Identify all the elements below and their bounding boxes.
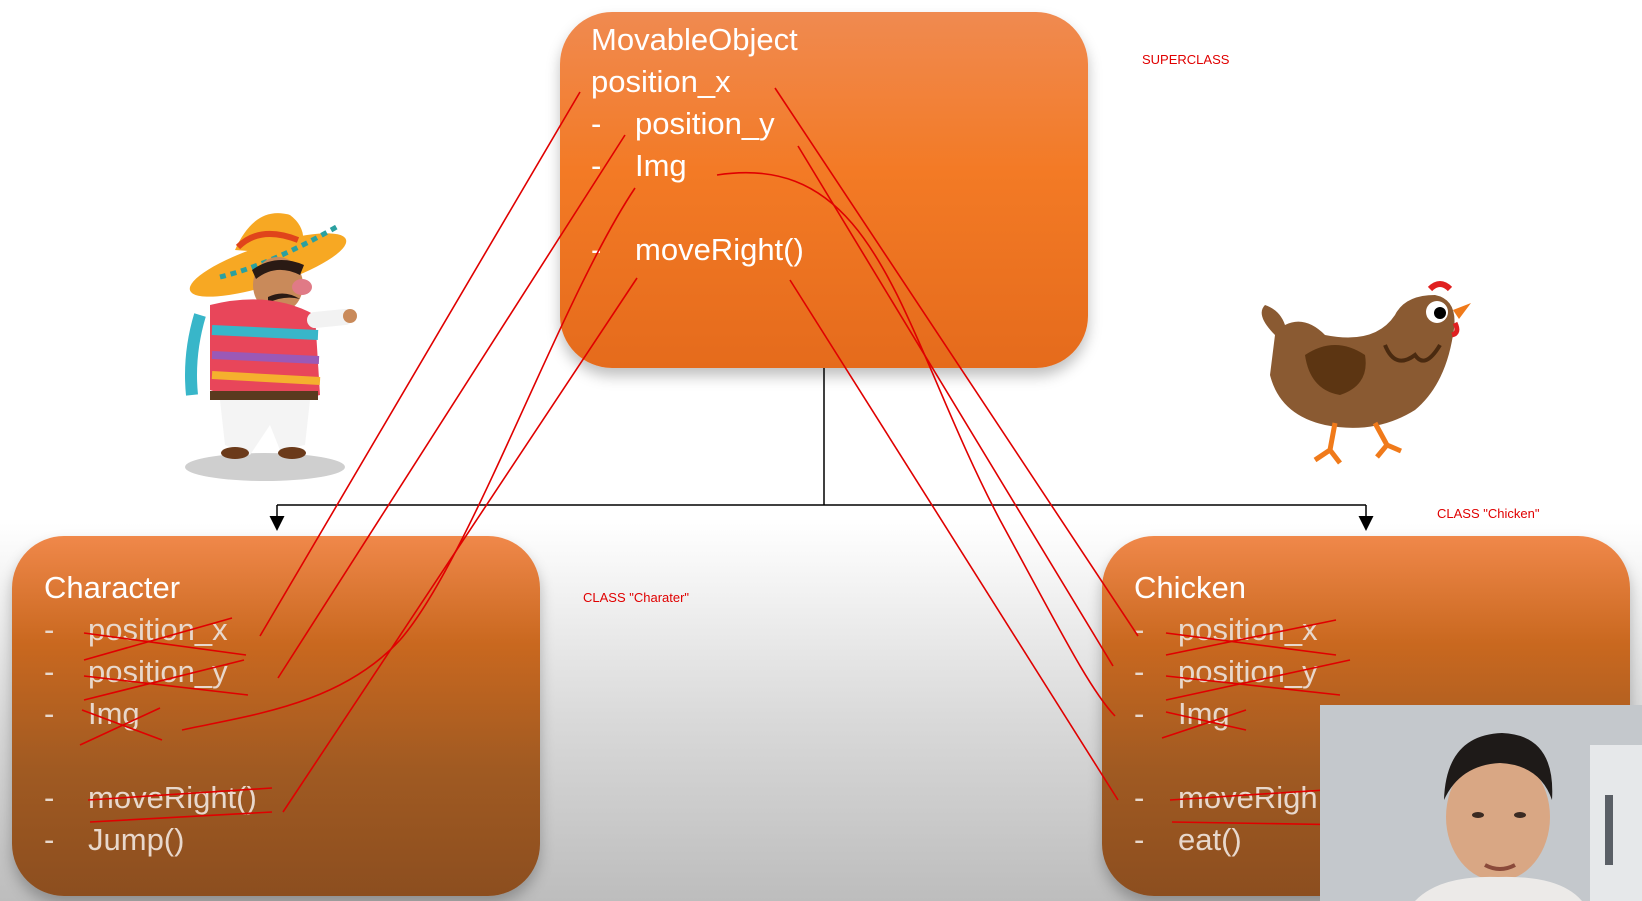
chicken-illustration xyxy=(1261,281,1471,465)
field-label: Img xyxy=(1178,696,1230,731)
method-label: moveRight() xyxy=(88,780,257,815)
chicken-class-annotation: CLASS "Chicken" xyxy=(1437,506,1540,521)
field-label: position_y xyxy=(635,106,775,141)
list-dash: - xyxy=(591,232,602,267)
method-label: eat() xyxy=(1178,822,1242,857)
character-class-annotation: CLASS "Charater" xyxy=(583,590,690,605)
pepe-character-illustration xyxy=(185,213,357,481)
list-dash: - xyxy=(44,612,55,647)
field-label: Img xyxy=(635,148,687,183)
list-dash: - xyxy=(44,822,55,857)
field-label: position_x xyxy=(88,612,228,647)
method-label: moveRigh xyxy=(1178,780,1318,815)
presenter-webcam xyxy=(1320,705,1642,901)
list-dash: - xyxy=(1134,822,1145,857)
method-label: moveRight() xyxy=(635,232,804,267)
class-character-box: Character - position_x - position_y - Im… xyxy=(12,536,540,896)
field-label: Img xyxy=(88,696,140,731)
list-dash: - xyxy=(44,780,55,815)
superclass-annotation: SUPERCLASS xyxy=(1142,52,1230,67)
list-dash: - xyxy=(1134,654,1145,689)
chicken-title: Chicken xyxy=(1134,570,1246,605)
field-label: position_y xyxy=(88,654,228,689)
list-dash: - xyxy=(1134,780,1145,815)
list-dash: - xyxy=(591,106,602,141)
superclass-movableobject-box: MovableObject position_x - position_y - … xyxy=(560,12,1088,368)
superclass-field-position-x: position_x xyxy=(591,64,731,99)
list-dash: - xyxy=(44,654,55,689)
list-dash: - xyxy=(1134,696,1145,731)
list-dash: - xyxy=(44,696,55,731)
field-label: position_y xyxy=(1178,654,1318,689)
list-dash: - xyxy=(1134,612,1145,647)
method-label: Jump() xyxy=(88,822,185,857)
list-dash: - xyxy=(591,148,602,183)
superclass-title: MovableObject xyxy=(591,22,798,57)
character-title: Character xyxy=(44,570,181,605)
field-label: position_x xyxy=(1178,612,1318,647)
presenter-video-frame xyxy=(1320,705,1642,901)
